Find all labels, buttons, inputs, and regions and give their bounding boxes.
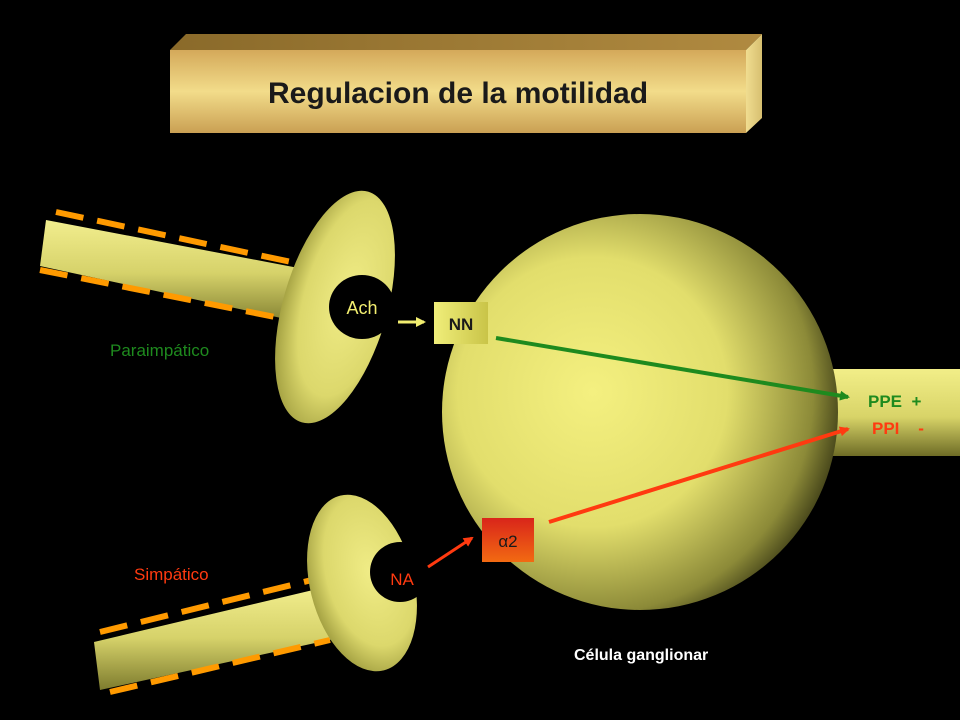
- alpha2-label: α2: [498, 532, 517, 551]
- sympathetic-label: Simpático: [134, 565, 209, 584]
- sympathetic-sheath-top: [99, 575, 321, 635]
- alpha2-to-ppi-arrow: [548, 426, 850, 524]
- ach-vesicle: [329, 275, 395, 339]
- sympathetic-terminal: [307, 494, 417, 672]
- na-label: NA: [390, 570, 414, 589]
- cell-body: [442, 214, 838, 610]
- ganglion-cell: [442, 214, 960, 610]
- title-box: Regulacion de la motilidad: [170, 34, 762, 133]
- nn-receptor: NN: [434, 302, 488, 344]
- sympathetic-axon: [94, 586, 338, 690]
- sympathetic-sheath-bottom: [109, 637, 331, 695]
- page-title: Regulacion de la motilidad: [268, 77, 648, 110]
- nn-label: NN: [449, 315, 474, 334]
- parasympathetic-sheath-top: [55, 209, 311, 269]
- cell-caption: Célula ganglionar: [574, 647, 708, 664]
- na-vesicle: [370, 542, 430, 602]
- parasympathetic-label: Paraimpático: [110, 341, 209, 360]
- nn-to-ppe-arrow: [495, 336, 850, 401]
- ppe-label: PPE +: [868, 392, 921, 411]
- ppi-label: PPI -: [872, 419, 924, 438]
- sympathetic-nerve: NA: [94, 494, 430, 695]
- parasympathetic-axon: [40, 220, 330, 326]
- na-to-alpha2-arrow: [427, 536, 474, 569]
- alpha2-receptor: α2: [482, 518, 534, 562]
- parasympathetic-sheath-bottom: [39, 267, 291, 323]
- parasympathetic-nerve: Ach: [39, 190, 395, 424]
- ach-label: Ach: [346, 298, 377, 318]
